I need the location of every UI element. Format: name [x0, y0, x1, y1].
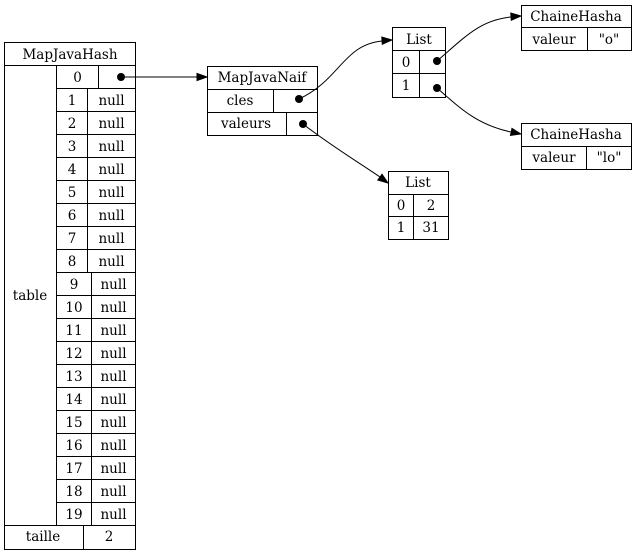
arrow-keys-to-keys-list — [298, 40, 383, 100]
table-row-value: null — [98, 208, 124, 224]
table-row-value: null — [100, 346, 126, 362]
chainehasha-o-node: ChaineHasha valeur "o" — [521, 5, 632, 51]
values-pointer-dot — [299, 120, 307, 128]
table-row-value: null — [100, 300, 126, 316]
values-list-value-1: 31 — [422, 220, 439, 236]
size-field-label: taille — [26, 529, 60, 545]
chainehasha-lo-field-label: valeur — [531, 150, 576, 166]
hash-table-rows: 0 1 null 2 null 3 null 4 null 5 null 6 null 7 null 8 nul… — [56, 65, 136, 526]
table-row-index: 0 — [73, 70, 82, 86]
values-list-index-1: 1 — [397, 220, 406, 236]
table-row-index: 13 — [65, 369, 82, 385]
table-row-value: null — [98, 116, 124, 132]
table-row-value: null — [100, 507, 126, 523]
table-row-value: null — [100, 277, 126, 293]
table-row-value: null — [100, 461, 126, 477]
table-row-index: 2 — [68, 116, 77, 132]
table-row-value: null — [98, 93, 124, 109]
table-row-index: 1 — [68, 93, 77, 109]
table-row-value: null — [100, 484, 126, 500]
values-field-label: valeurs — [220, 116, 271, 132]
table-row-index: 5 — [68, 185, 77, 201]
keys-list-index-0: 0 — [402, 55, 411, 71]
table-row-index: 16 — [65, 438, 82, 454]
table-row-value: null — [100, 392, 126, 408]
values-list-value-0: 2 — [427, 198, 436, 214]
table-row-value: null — [98, 162, 124, 178]
table-row-value: null — [100, 323, 126, 339]
keys-list-pointer-dot-0 — [433, 57, 441, 65]
arrow-keys-to-keys-list-head — [381, 36, 394, 46]
mapjavanaif-node: MapJavaNaif cles valeurs — [207, 66, 318, 136]
table-row-index: 15 — [65, 415, 82, 431]
table-row-index: 7 — [68, 231, 77, 247]
table-row-index: 11 — [65, 323, 82, 339]
table-row-index: 8 — [68, 254, 77, 270]
reference-arrows — [121, 12, 523, 184]
table-row-index: 6 — [68, 208, 77, 224]
arrow-values-to-values-list-head — [376, 173, 390, 184]
arrow-keys-list-1-to-chainehasha-lo-head — [509, 127, 523, 137]
mapjavahash-title: MapJavaHash — [22, 47, 117, 63]
arrow-keys-list-0-to-chainehasha-o-head — [510, 12, 523, 22]
table-row-index: 12 — [65, 346, 82, 362]
table-row-pointer-dot — [117, 73, 125, 81]
chainehasha-o-field-label: valeur — [531, 32, 576, 48]
table-field-label: table — [13, 288, 47, 304]
keys-list-title: List — [406, 32, 432, 48]
table-row-index: 4 — [68, 162, 77, 178]
chainehasha-o-title: ChaineHasha — [530, 9, 622, 25]
mapjavahash-node: MapJavaHash table taille 2 0 1 null 2 null 3 n… — [4, 42, 136, 550]
chainehasha-o-field-value: "o" — [599, 32, 620, 48]
table-row-index: 19 — [65, 507, 82, 523]
values-list-title: List — [405, 175, 431, 191]
chainehasha-lo-title: ChaineHasha — [530, 127, 622, 143]
chainehasha-lo-node: ChaineHasha valeur "lo" — [521, 123, 632, 170]
table-row-value: null — [98, 185, 124, 201]
table-row-index: 10 — [65, 300, 82, 316]
table-row-value: null — [100, 415, 126, 431]
size-field-value: 2 — [105, 529, 114, 545]
table-row-index: 3 — [68, 139, 77, 155]
table-row-index: 9 — [70, 277, 79, 293]
arrow-keys-list-1-to-chainehasha-lo — [436, 87, 512, 133]
keys-field-label: cles — [227, 93, 254, 109]
arrow-values-to-values-list — [302, 123, 381, 178]
keys-list-pointer-dot-1 — [433, 84, 441, 92]
keys-pointer-dot — [295, 95, 303, 103]
keys-list-node: List 0 1 — [392, 27, 446, 98]
table-row-value: null — [100, 438, 126, 454]
values-list-index-0: 0 — [397, 198, 406, 214]
table-row-index: 17 — [65, 461, 82, 477]
values-list-node: List 0 2 1 31 — [388, 171, 449, 240]
keys-list-index-1: 1 — [402, 78, 411, 94]
table-row-index: 14 — [65, 392, 82, 408]
mapjavanaif-title: MapJavaNaif — [218, 70, 308, 86]
arrow-hash-row0-to-mapjavanaif-head — [196, 72, 209, 82]
arrow-keys-list-0-to-chainehasha-o — [436, 16, 512, 62]
table-row-value: null — [100, 369, 126, 385]
table-row-value: null — [98, 254, 124, 270]
table-row-index: 18 — [65, 484, 82, 500]
chainehasha-lo-field-value: "lo" — [597, 150, 622, 166]
table-row-value: null — [98, 139, 124, 155]
table-row-value: null — [98, 231, 124, 247]
